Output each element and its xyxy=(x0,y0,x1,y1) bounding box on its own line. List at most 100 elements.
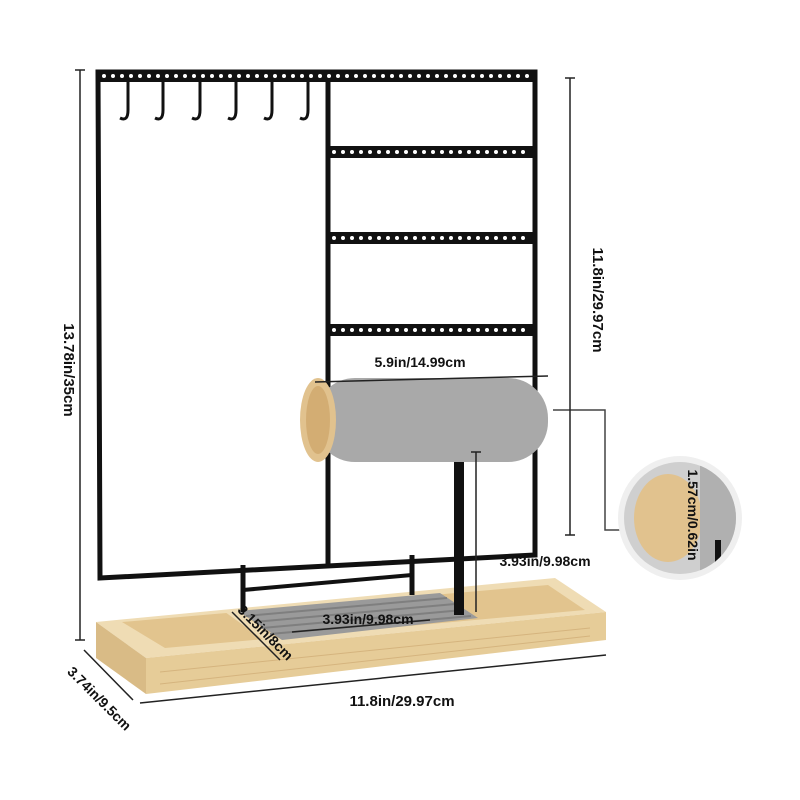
earring-hole xyxy=(413,328,417,332)
earring-hole xyxy=(377,236,381,240)
earring-hole xyxy=(129,74,133,78)
bar-width-label: 5.9in/14.99cm xyxy=(374,354,465,370)
earring-hole xyxy=(147,74,151,78)
earring-hole xyxy=(386,328,390,332)
earring-hole xyxy=(480,74,484,78)
earring-hole xyxy=(440,236,444,240)
earring-hole xyxy=(476,328,480,332)
earring-hole xyxy=(494,328,498,332)
earring-hole xyxy=(336,74,340,78)
earring-hole xyxy=(494,236,498,240)
earring-hole xyxy=(417,74,421,78)
earring-hole xyxy=(165,74,169,78)
earring-hole xyxy=(345,74,349,78)
earring-hole xyxy=(350,236,354,240)
earring-hole xyxy=(318,74,322,78)
earring-hole xyxy=(512,328,516,332)
earring-hole xyxy=(440,150,444,154)
earring-hole xyxy=(359,328,363,332)
earring-hole xyxy=(359,236,363,240)
earring-hole xyxy=(413,150,417,154)
earring-hole xyxy=(246,74,250,78)
earring-hole xyxy=(498,74,502,78)
total-height-label: 13.78in/35cm xyxy=(60,323,77,416)
earring-hole xyxy=(516,74,520,78)
earring-hole xyxy=(489,74,493,78)
earring-hole xyxy=(156,74,160,78)
earring-hole xyxy=(449,236,453,240)
earring-hole xyxy=(494,150,498,154)
earring-hole xyxy=(192,74,196,78)
earring-hole xyxy=(341,150,345,154)
earring-hole xyxy=(219,74,223,78)
earring-hole xyxy=(426,74,430,78)
bar-diameter-label: 1.57cm/0.62in xyxy=(685,469,701,560)
earring-hole xyxy=(485,328,489,332)
earring-hole xyxy=(467,150,471,154)
earring-hole xyxy=(327,74,331,78)
earring-hole xyxy=(332,150,336,154)
earring-hole xyxy=(174,74,178,78)
earring-hole xyxy=(467,328,471,332)
earring-hole xyxy=(453,74,457,78)
earring-hole xyxy=(386,150,390,154)
earring-hole xyxy=(404,328,408,332)
earring-hole xyxy=(390,74,394,78)
earring-hole xyxy=(449,150,453,154)
earring-hole xyxy=(363,74,367,78)
earring-hole xyxy=(372,74,376,78)
earring-hole xyxy=(525,74,529,78)
earring-hole xyxy=(368,150,372,154)
earring-hole xyxy=(341,236,345,240)
earring-hole xyxy=(431,236,435,240)
earring-hole xyxy=(422,328,426,332)
earring-hole xyxy=(273,74,277,78)
earring-hole xyxy=(183,74,187,78)
earring-hole xyxy=(237,74,241,78)
earring-hole xyxy=(435,74,439,78)
earring-hole xyxy=(512,150,516,154)
earring-hole xyxy=(521,328,525,332)
earring-hole xyxy=(404,150,408,154)
earring-hole xyxy=(282,74,286,78)
earring-hole xyxy=(431,150,435,154)
earring-hole xyxy=(201,74,205,78)
earring-hole xyxy=(458,150,462,154)
earring-hole xyxy=(395,236,399,240)
earring-hole xyxy=(332,236,336,240)
necklace-hooks xyxy=(119,82,310,121)
earring-hole xyxy=(228,74,232,78)
earring-hole xyxy=(422,150,426,154)
earring-hole xyxy=(300,74,304,78)
earring-hole xyxy=(332,328,336,332)
earring-hole xyxy=(350,150,354,154)
bracelet-bar xyxy=(300,378,548,462)
earring-hole xyxy=(404,236,408,240)
earring-hole xyxy=(102,74,106,78)
earring-hole xyxy=(449,328,453,332)
earring-hole xyxy=(458,328,462,332)
earring-hole xyxy=(503,328,507,332)
earring-hole xyxy=(462,74,466,78)
earring-hole xyxy=(264,74,268,78)
earring-hole xyxy=(395,150,399,154)
earring-hole xyxy=(422,236,426,240)
tray-slot-length-label: 3.93in/9.98cm xyxy=(322,611,413,627)
earring-hole xyxy=(291,74,295,78)
earring-hole xyxy=(431,328,435,332)
earring-hole xyxy=(138,74,142,78)
earring-hole xyxy=(503,236,507,240)
earring-hole xyxy=(440,328,444,332)
earring-hole xyxy=(399,74,403,78)
earring-hole xyxy=(395,328,399,332)
earring-hole xyxy=(485,150,489,154)
earring-hole xyxy=(377,328,381,332)
earring-hole xyxy=(354,74,358,78)
wooden-base-tray xyxy=(96,578,606,694)
earring-hole xyxy=(476,236,480,240)
earring-hole xyxy=(507,74,511,78)
earring-holes xyxy=(102,74,529,332)
earring-hole xyxy=(503,150,507,154)
earring-hole xyxy=(444,74,448,78)
